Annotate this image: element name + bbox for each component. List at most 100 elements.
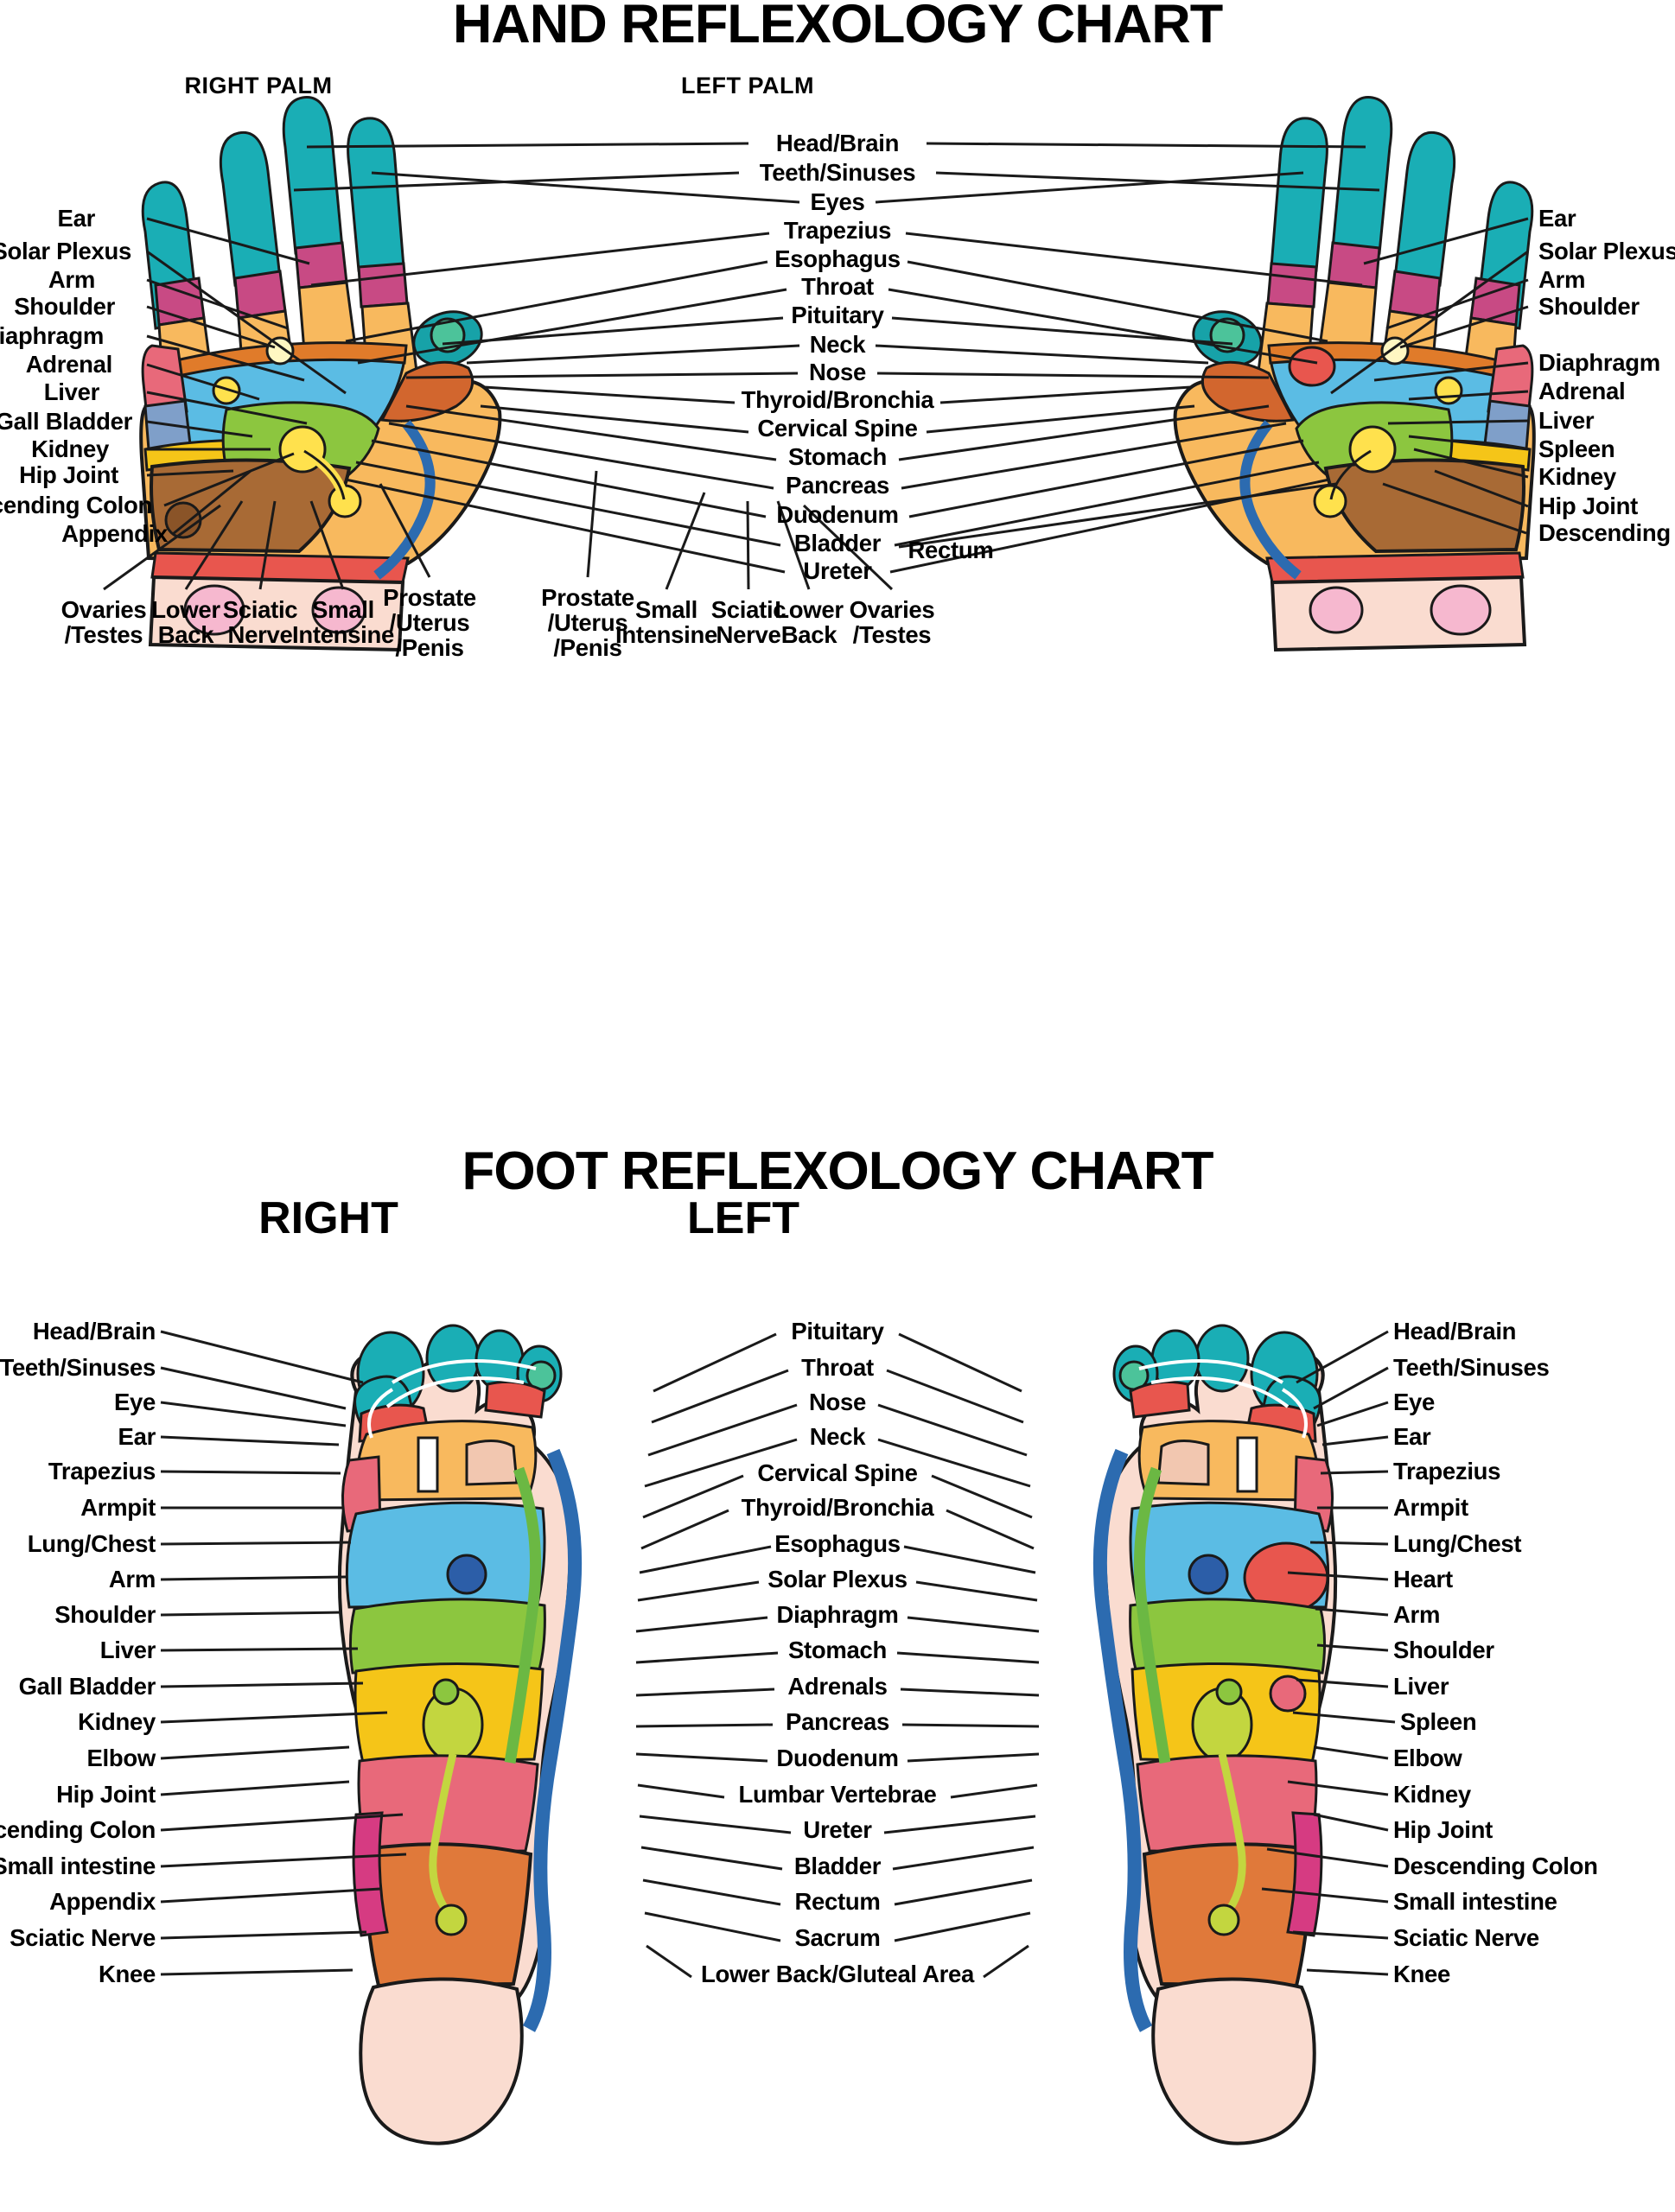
leader-line xyxy=(146,363,260,401)
left-foot-title: LEFT xyxy=(687,1193,799,1243)
foot-label-left-teeth-sinuses: Teeth/Sinuses xyxy=(0,1353,156,1381)
leader-line xyxy=(883,1815,1036,1834)
leader-line xyxy=(877,1403,1028,1457)
hand-label-right-diaphragm: Diaphragm xyxy=(1538,348,1660,376)
leader-line xyxy=(103,504,221,591)
leader-line xyxy=(635,1723,774,1728)
leader-line xyxy=(1306,1968,1389,1976)
foot-label-right-sciatic-nerve: Sciatic Nerve xyxy=(1393,1923,1539,1951)
hand-label-right-shoulder: Shoulder xyxy=(1538,292,1640,320)
foot-label-right-shoulder: Shoulder xyxy=(1393,1636,1494,1663)
leader-line xyxy=(160,1711,388,1724)
leader-line xyxy=(637,1783,725,1799)
foot-chart-title: FOOT REFLEXOLOGY CHART xyxy=(462,1141,1214,1201)
leader-line xyxy=(160,1401,347,1427)
leader-line xyxy=(160,1853,407,1868)
leader-line xyxy=(635,1752,768,1763)
hand-label-left-solar-plexus: Solar Plexus xyxy=(0,237,131,264)
leader-line xyxy=(950,1783,1038,1799)
foot-label-right-trapezius: Trapezius xyxy=(1393,1457,1501,1484)
foot-label-center-nose: Nose xyxy=(808,1388,867,1415)
hand-label-center-ureter: Ureter xyxy=(803,556,872,584)
hand-label-bottom-ovaries-testes-9: Ovaries /Testes xyxy=(849,596,935,648)
hand-label-left-kidney: Kidney xyxy=(31,435,109,462)
hand-label-left-adrenal: Adrenal xyxy=(25,350,113,378)
leader-line xyxy=(1296,1330,1389,1384)
leader-lines xyxy=(103,142,1529,1979)
leader-line xyxy=(776,500,811,590)
leader-line xyxy=(900,1688,1040,1697)
leader-line xyxy=(802,504,894,591)
leader-line xyxy=(876,372,1270,379)
foot-label-right-armpit: Armpit xyxy=(1393,1493,1468,1521)
hand-label-bottom-sciatic-nerve-2: Sciatic Nerve xyxy=(222,596,298,648)
leader-line xyxy=(405,372,799,379)
hand-label-center-cervical-spine: Cervical Spine xyxy=(757,414,918,442)
hand-label-left-ear: Ear xyxy=(57,204,96,232)
leader-line xyxy=(1287,1571,1389,1581)
right-foot-title: RIGHT xyxy=(258,1193,398,1243)
hand-label-center-trapezius: Trapezius xyxy=(783,216,892,244)
leader-line xyxy=(357,288,787,365)
leader-line xyxy=(1313,1366,1389,1410)
leader-line xyxy=(1266,1847,1389,1868)
hand-label-center-bladder: Bladder xyxy=(793,529,882,556)
foot-label-left-sciatic-nerve: Sciatic Nerve xyxy=(10,1923,156,1951)
leader-line xyxy=(160,1930,367,1940)
leader-line xyxy=(894,1911,1031,1942)
leader-line xyxy=(926,404,1195,434)
hand-label-right-arm: Arm xyxy=(1538,265,1586,293)
foot-label-center-diaphragm: Diaphragm xyxy=(776,1600,899,1628)
foot-label-left-head-brain: Head/Brain xyxy=(32,1317,156,1344)
leader-line xyxy=(644,1911,781,1942)
hand-label-center-pancreas: Pancreas xyxy=(786,471,889,499)
hand-label-right-hip-joint: Hip Joint xyxy=(1538,492,1638,519)
leader-line xyxy=(907,1616,1040,1633)
foot-label-center-duodenum: Duodenum xyxy=(776,1744,899,1771)
leader-line xyxy=(1296,1678,1389,1688)
right-foot-illustration xyxy=(337,1324,583,2145)
leader-line xyxy=(892,1846,1035,1871)
leader-line xyxy=(635,1651,779,1664)
leader-line xyxy=(355,461,781,547)
hand-label-right-spleen: Spleen xyxy=(1538,435,1615,462)
hand-label-left-shoulder: Shoulder xyxy=(14,292,115,320)
leader-line xyxy=(901,1723,1040,1728)
leader-line xyxy=(1309,1541,1389,1546)
leader-line xyxy=(160,1575,347,1581)
hand-label-right-solar-plexus: Solar Plexus xyxy=(1538,237,1675,264)
leader-line xyxy=(635,1688,775,1697)
foot-label-center-pancreas: Pancreas xyxy=(786,1707,889,1735)
leader-line xyxy=(898,482,1337,549)
hand-label-bottom-prostate-uterus-penis-4: Prostate /Uterus /Penis xyxy=(383,584,476,661)
hand-label-rectum: Rectum xyxy=(908,536,994,563)
foot-label-center-ureter: Ureter xyxy=(803,1815,872,1843)
leader-line xyxy=(903,1545,1036,1574)
foot-label-center-rectum: Rectum xyxy=(794,1887,881,1915)
leader-line xyxy=(896,1651,1040,1664)
hand-label-bottom-prostate-uterus-penis-5: Prostate /Uterus /Penis xyxy=(541,584,634,661)
foot-label-left-ascending-colon: Ascending Colon xyxy=(0,1815,156,1843)
leader-line xyxy=(1313,1745,1389,1760)
leader-line xyxy=(371,171,800,204)
leader-line xyxy=(891,316,1233,346)
leader-line xyxy=(875,344,1209,365)
hand-label-bottom-lower-back-1: Lower Back xyxy=(151,596,220,648)
leader-line xyxy=(1292,1930,1389,1940)
leader-line xyxy=(915,1580,1038,1602)
leader-line xyxy=(160,1647,359,1652)
leader-line xyxy=(1408,390,1529,401)
hand-label-right-descending-colon: Descending Colon xyxy=(1538,518,1671,546)
foot-label-left-appendix: Appendix xyxy=(49,1887,156,1915)
foot-label-center-stomach: Stomach xyxy=(787,1636,888,1663)
hand-label-bottom-sciatic-nerve-7: Sciatic Nerve xyxy=(710,596,787,648)
leader-line xyxy=(258,500,277,590)
foot-label-left-liver: Liver xyxy=(99,1636,156,1663)
hand-label-center-thyroid-bronchia: Thyroid/Bronchia xyxy=(741,385,934,413)
foot-label-center-cervical-spine: Cervical Spine xyxy=(757,1459,918,1486)
leader-line xyxy=(1316,1401,1389,1427)
leader-line xyxy=(146,217,310,265)
leader-line xyxy=(907,1752,1040,1763)
leader-line xyxy=(901,422,1287,490)
hand-label-left-ascending-colon: Ascending Colon xyxy=(0,491,152,518)
